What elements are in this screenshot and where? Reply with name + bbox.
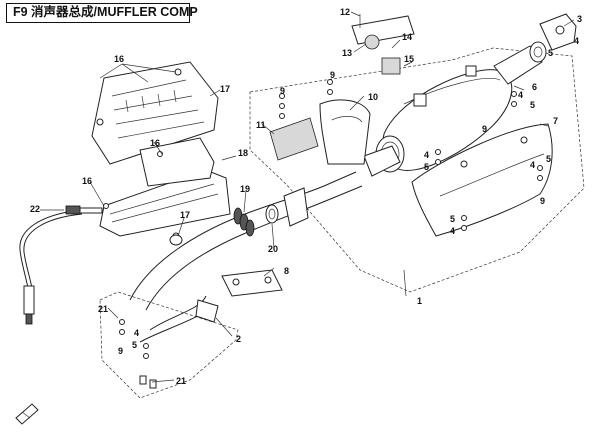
callout-3: 3 <box>577 14 582 24</box>
callout-17b: 17 <box>180 210 190 220</box>
callout-9c: 9 <box>482 124 487 134</box>
callout-4d: 4 <box>530 160 535 170</box>
muffler-body <box>363 65 513 177</box>
callout-5a: 5 <box>548 48 553 58</box>
callout-9b: 9 <box>330 70 335 80</box>
callout-2: 2 <box>236 334 241 344</box>
callout-4f: 4 <box>134 328 139 338</box>
callout-8: 8 <box>284 266 289 276</box>
callout-13: 13 <box>342 48 352 58</box>
callout-4b: 4 <box>518 90 523 100</box>
callout-9e: 9 <box>118 346 123 356</box>
callout-14: 14 <box>402 32 412 42</box>
flange-gaskets <box>233 187 309 237</box>
tail-pipe <box>493 13 577 85</box>
callout-1: 1 <box>417 296 422 306</box>
callout-5f: 5 <box>132 340 137 350</box>
callout-22: 22 <box>30 204 40 214</box>
callout-9d: 9 <box>540 196 545 206</box>
callout-5e: 5 <box>450 214 455 224</box>
callout-4a: 4 <box>574 36 579 46</box>
callout-4e: 4 <box>450 226 455 236</box>
heat-shield-bracket <box>91 61 231 240</box>
assembly-outline-muffler <box>249 47 585 293</box>
callout-19: 19 <box>240 184 250 194</box>
direction-arrow-icon <box>15 403 39 425</box>
fastener-hardware <box>119 79 543 389</box>
clamp-plate <box>221 269 283 297</box>
o2-sensor-cable <box>19 205 103 325</box>
inner-heat-shield <box>269 99 371 165</box>
leader-lines <box>40 11 575 383</box>
callout-21a: 21 <box>98 304 108 314</box>
callout-16b: 16 <box>150 138 160 148</box>
callout-7: 7 <box>553 116 558 126</box>
callout-16c: 16 <box>82 176 92 186</box>
callout-10: 10 <box>368 92 378 102</box>
callout-18: 18 <box>238 148 248 158</box>
callout-5b: 5 <box>530 100 535 110</box>
callout-labels: 1 2 3 4 4 4 4 4 4 5 5 5 5 5 5 6 7 8 9 9 … <box>30 7 582 386</box>
diagram-title: F9 消声器总成/MUFFLER COMP <box>6 3 198 23</box>
callout-20: 20 <box>268 244 278 254</box>
callout-6: 6 <box>532 82 537 92</box>
callout-5c: 5 <box>424 162 429 172</box>
callout-4c: 4 <box>424 150 429 160</box>
mounting-bracket <box>351 14 415 75</box>
callout-12: 12 <box>340 7 350 17</box>
callout-16a: 16 <box>114 54 124 64</box>
assembly-outline-pipe <box>99 291 239 399</box>
callout-11: 11 <box>256 120 266 130</box>
callout-5d: 5 <box>546 154 551 164</box>
callout-17a: 17 <box>220 84 230 94</box>
callout-15: 15 <box>404 54 414 64</box>
muffler-guard <box>411 123 553 237</box>
callout-21b: 21 <box>176 376 186 386</box>
callout-9a: 9 <box>280 86 285 96</box>
